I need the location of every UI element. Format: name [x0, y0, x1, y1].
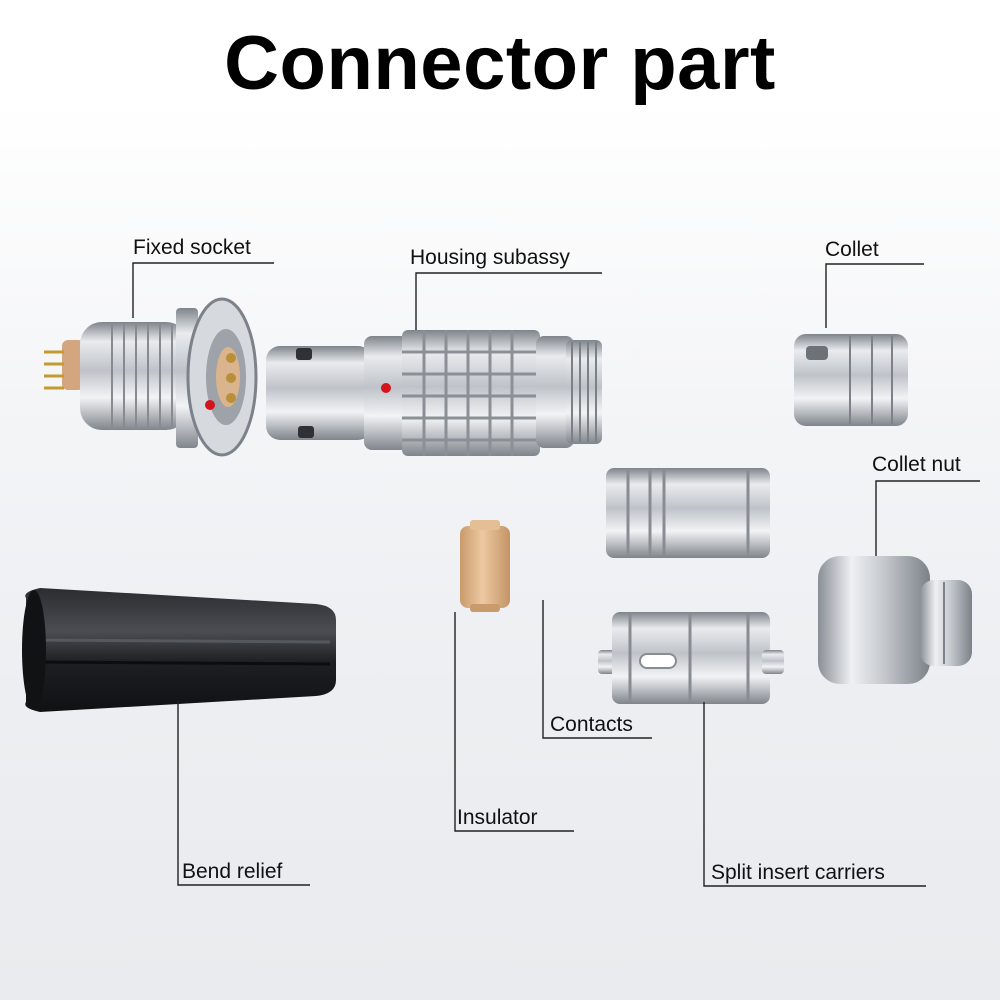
- label-collet: Collet: [825, 238, 879, 261]
- leader-collet: [825, 263, 924, 328]
- split-insert-carrier-top-part: [606, 468, 770, 558]
- leader-fixed-socket: [132, 262, 274, 318]
- fixed-socket-part: [44, 297, 258, 457]
- leader-bend-relief: [177, 700, 310, 886]
- contacts-insulator-part: [394, 520, 572, 612]
- label-bend-relief: Bend relief: [182, 860, 283, 883]
- label-housing-subassy: Housing subassy: [410, 246, 570, 269]
- leader-collet-nut: [875, 480, 980, 556]
- label-collet-nut: Collet nut: [872, 453, 961, 476]
- housing-subassy-part: [266, 330, 602, 456]
- label-contacts: Contacts: [550, 713, 633, 736]
- label-split-insert-carriers: Split insert carriers: [711, 861, 885, 884]
- leader-lines: [132, 262, 980, 887]
- label-fixed-socket: Fixed socket: [133, 236, 251, 259]
- leader-contacts: [542, 600, 652, 739]
- bend-relief-part: [22, 588, 336, 712]
- leader-split-insert-carriers: [703, 702, 926, 887]
- leader-housing-subassy: [415, 272, 602, 330]
- collet-part: [794, 334, 908, 426]
- collet-nut-part: [818, 556, 972, 684]
- label-insulator: Insulator: [457, 806, 538, 829]
- split-insert-carrier-bottom-part: [598, 612, 784, 704]
- leader-insulator: [454, 612, 574, 832]
- page-title: Connector part: [224, 21, 776, 106]
